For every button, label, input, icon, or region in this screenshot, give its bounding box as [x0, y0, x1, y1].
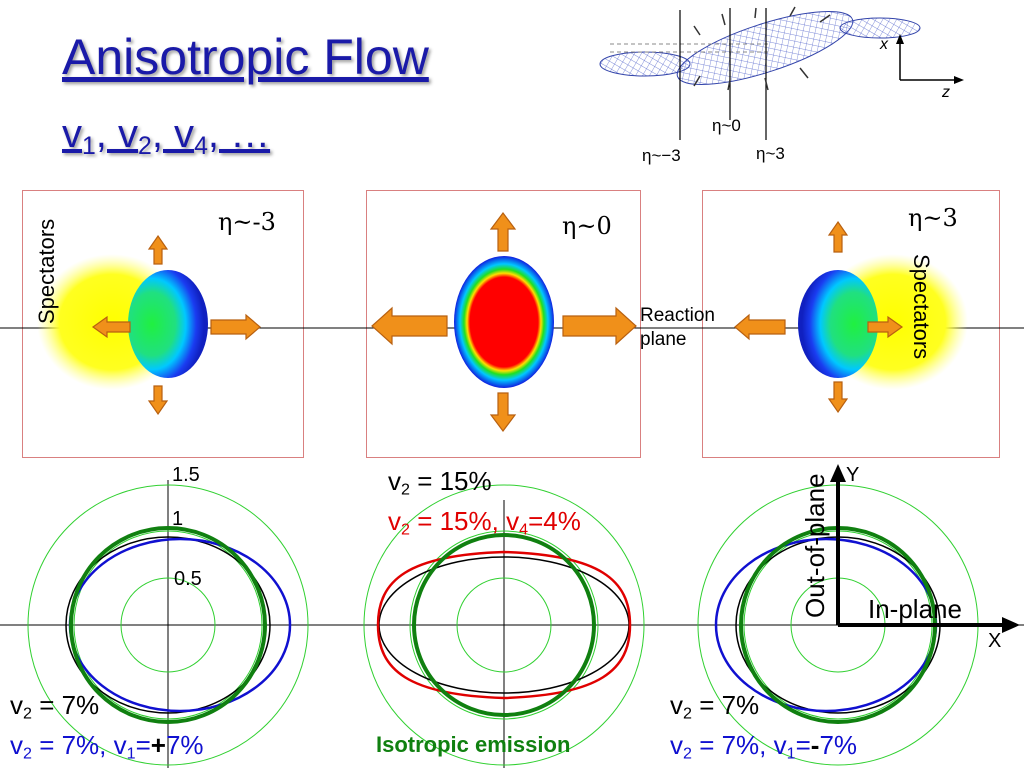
inset-eta-right: η~3 [756, 144, 785, 163]
inset-eta-center: η~0 [712, 116, 741, 135]
inset-spectator-right [839, 17, 921, 39]
caption-right-v2: v2 = 7% [670, 690, 760, 723]
eta-label-center: η~0 [562, 212, 612, 240]
out-of-plane-label: Out-of-plane [800, 473, 830, 618]
page-title: Anisotropic Flow [62, 29, 429, 85]
inset-axis-z-label: z [942, 84, 950, 101]
isotropic-circle-right [739, 526, 937, 724]
in-plane-label: In-plane [868, 594, 962, 624]
v4-curve [376, 550, 632, 700]
spectators-label-left: Spectators [34, 218, 59, 324]
caption-right-v1: v2 = 7%, v1=-7% [670, 730, 858, 763]
x-axis-label: X [988, 630, 1002, 652]
spectators-label-right: Spectators [909, 254, 934, 360]
caption-isotropic: Isotropic emission [376, 732, 571, 757]
inset-spectator-left [599, 51, 691, 77]
subtitle: v1, v2, v4, … [62, 112, 271, 160]
inset-eta-left: η~−3 [642, 146, 681, 165]
caption-mid-v2: v2 = 15% [388, 466, 492, 499]
radius-tick-0.5: 0.5 [174, 568, 202, 590]
caption-mid-v4: v2 = 15%, v4=4% [388, 506, 581, 539]
isotropic-circle-center [412, 533, 596, 717]
radius-tick-1: 1 [172, 508, 184, 530]
inset-fireball [676, 11, 854, 85]
eta-label-right: η~3 [908, 204, 958, 232]
isotropic-circle-left [69, 526, 267, 724]
polar-plot-left [27, 480, 309, 768]
radius-tick-1.5: 1.5 [172, 464, 200, 486]
y-axis-label: Y [846, 464, 860, 486]
eta-label-left: η~-3 [218, 208, 276, 236]
inset-axes-icon [896, 34, 964, 84]
caption-left-v1: v2 = 7%, v1=+7% [10, 730, 204, 763]
caption-left-v2: v2 = 7% [10, 690, 100, 723]
inset-axis-x-label: x [880, 36, 888, 53]
v1-positive-curve [68, 537, 292, 713]
